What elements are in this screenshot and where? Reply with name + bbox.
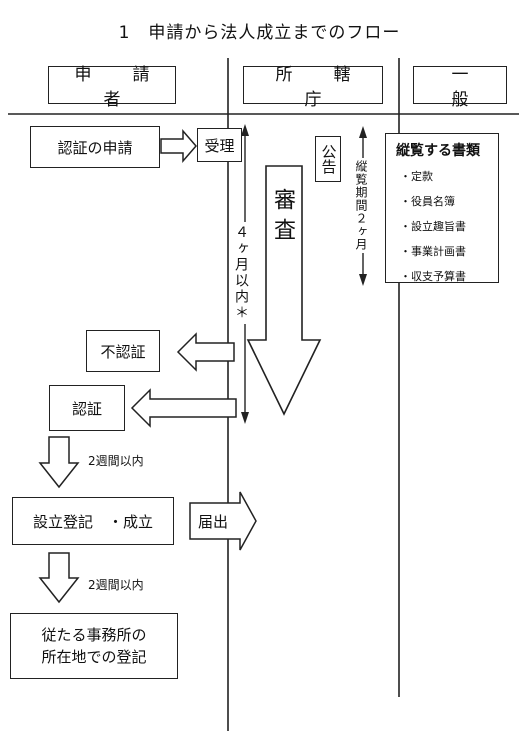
- review-period-label: ４ヶ月以内＊: [233, 222, 249, 324]
- inspection-period-arrowhead-bottom: [359, 274, 367, 286]
- two-weeks-label-1: 2週間以内: [88, 454, 144, 468]
- arrow-approval-to-registration: [38, 436, 80, 489]
- page-title: 1 申請から法人成立までのフロー: [118, 23, 401, 43]
- disapproval-box: 不認証: [86, 330, 160, 372]
- arrow-application-to-receipt: [160, 128, 197, 164]
- column-header-applicant: 申 請 者: [48, 65, 179, 110]
- review-period-arrowhead-bottom: [241, 412, 249, 424]
- registration-box: 設立登記 ・成立: [12, 497, 174, 545]
- document-item: ・定款: [400, 170, 433, 183]
- branch-registration-line-2: 所在地での登記: [41, 648, 147, 666]
- branch-registration-line-1: 従たる事務所の: [41, 625, 147, 644]
- inspection-documents-box: 縦覧する書類 ・定款 ・役員名簿 ・設立趣旨書 ・事業計画書 ・収支予算書: [385, 133, 499, 283]
- application-box: 認証の申請: [30, 126, 160, 168]
- two-weeks-label-2: 2週間以内: [88, 578, 144, 592]
- branch-registration-box: 従たる事務所の 所在地での登記: [10, 613, 178, 679]
- report-label: 届出: [198, 513, 229, 531]
- approval-box: 認証: [49, 385, 125, 431]
- review-label: 審査: [270, 188, 295, 248]
- review-period-arrowhead-top: [241, 124, 249, 136]
- documents-title: 縦覧する書類: [396, 143, 480, 159]
- column-header-public: 一 般: [413, 65, 507, 110]
- document-item: ・収支予算書: [400, 270, 466, 283]
- report-arrow-box: [189, 491, 257, 551]
- arrow-to-approval: [130, 388, 237, 428]
- inspection-period-arrowhead-top: [359, 126, 367, 138]
- notice-label: 公告: [319, 144, 338, 174]
- notice-box: 公告: [315, 136, 341, 182]
- document-item: ・役員名簿: [400, 195, 455, 208]
- arrow-registration-to-branch: [38, 552, 80, 604]
- inspection-period-label: 縦覧期間２ヶ月: [354, 158, 368, 253]
- column-header-authority: 所 轄 庁: [243, 65, 383, 110]
- document-item: ・設立趣旨書: [400, 220, 466, 233]
- document-item: ・事業計画書: [400, 245, 466, 258]
- review-arrow: [246, 165, 322, 416]
- arrow-to-disapproval: [176, 332, 235, 372]
- receipt-box: 受理: [197, 128, 242, 162]
